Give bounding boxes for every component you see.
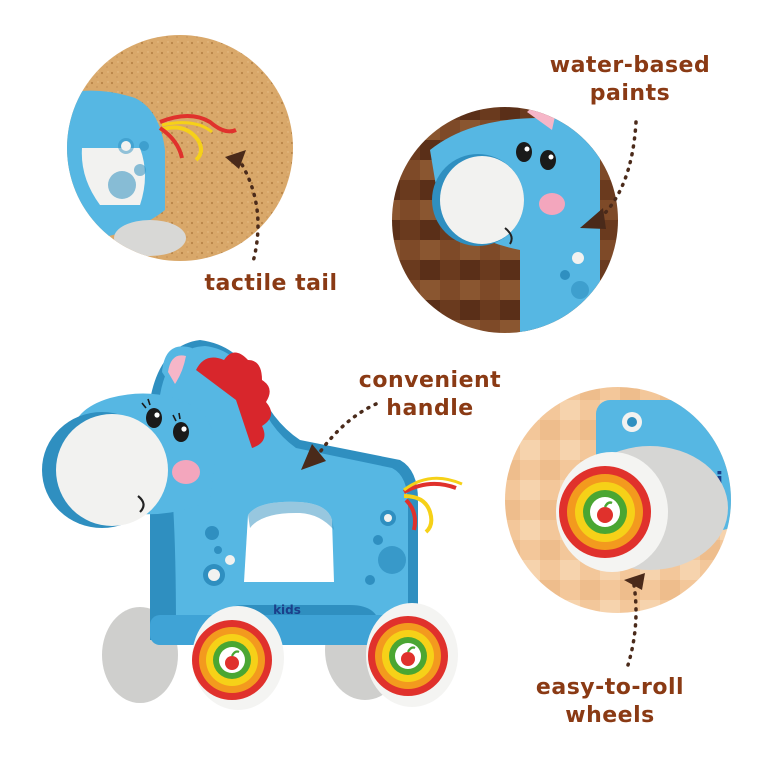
brand-logo-line1: kids	[273, 603, 301, 617]
callout-convenient-handle-line2: handle	[386, 396, 474, 421]
callout-tactile-tail-line1: tactile tail	[204, 271, 338, 296]
arrow-icon	[624, 573, 645, 590]
callout-water-based-paints-line2: paints	[589, 81, 671, 106]
mane	[196, 352, 272, 448]
callout-convenient-handle: convenient handle	[340, 367, 520, 423]
callout-easy-to-roll-wheels-line2: wheels	[565, 703, 655, 728]
tail-arrow	[225, 150, 260, 264]
handle-hole	[244, 501, 334, 582]
horse-toy: kids hits	[42, 340, 463, 710]
detail-wheel-circle: hi	[505, 387, 731, 613]
apple-icon	[597, 501, 613, 523]
callout-easy-to-roll-wheels: easy-to-roll wheels	[510, 674, 710, 730]
horse-body	[160, 346, 408, 630]
callout-water-based-paints-line1: water-based	[549, 53, 711, 78]
arrow-icon	[580, 208, 606, 229]
callout-convenient-handle-line1: convenient	[358, 368, 502, 393]
front-left-wheel	[192, 606, 284, 710]
arrow-icon	[301, 444, 326, 470]
handle-arrow	[301, 402, 378, 470]
arrow-icon	[225, 150, 246, 169]
callout-water-based-paints: water-based paints	[530, 52, 730, 108]
detail-tail-circle	[67, 35, 293, 261]
paints-arrow	[580, 120, 638, 229]
wheels-arrow	[624, 573, 645, 667]
callout-tactile-tail: tactile tail	[196, 270, 346, 298]
front-right-wheel	[366, 603, 458, 707]
detail-paints-circle	[392, 107, 618, 333]
callout-easy-to-roll-wheels-line1: easy-to-roll	[535, 675, 685, 700]
